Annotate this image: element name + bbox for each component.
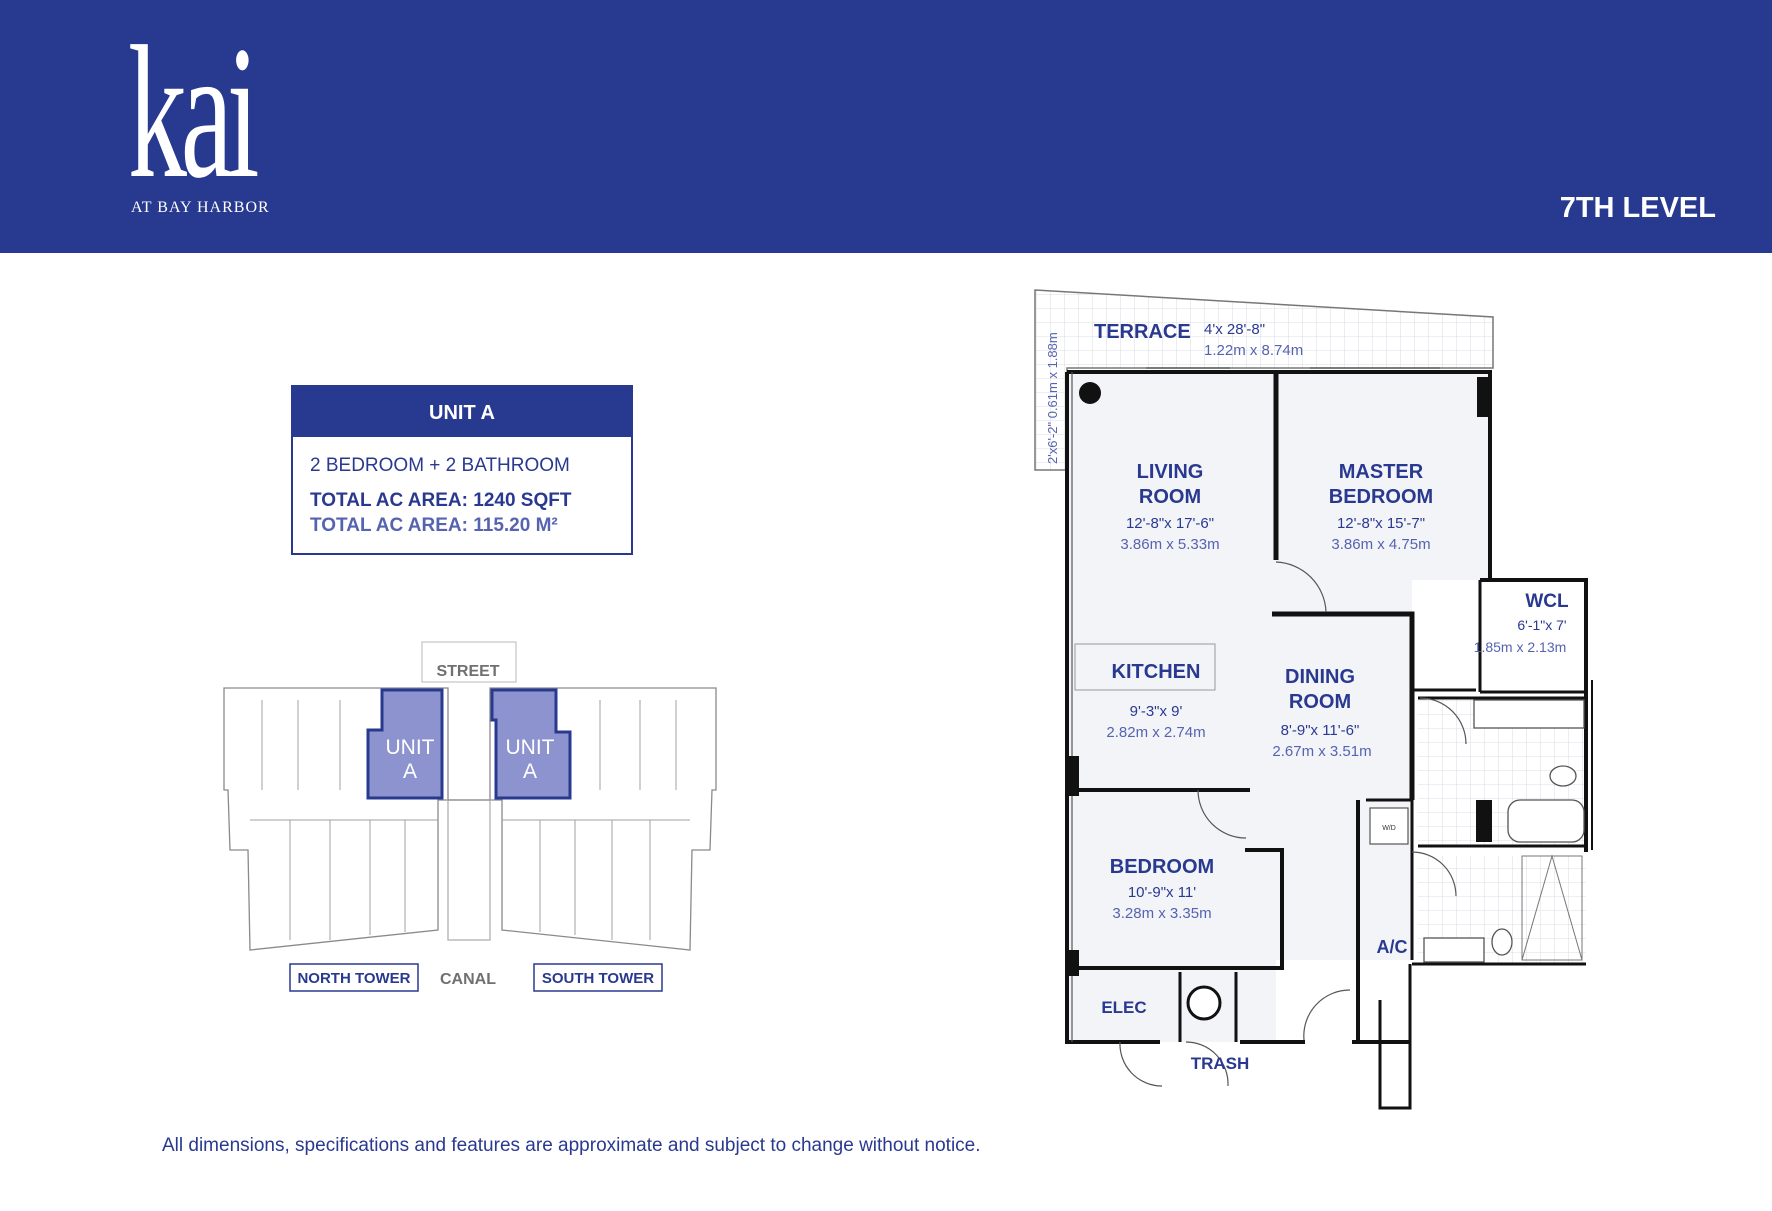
wall-shaft	[1378, 964, 1412, 1110]
master-toilet	[1549, 765, 1577, 787]
unit-area-sqft: TOTAL AC AREA: 1240 SQFT	[310, 490, 572, 511]
door-trash	[1185, 1041, 1229, 1087]
door-second-bath	[1411, 851, 1457, 897]
master-bedroom-label-2: BEDROOM	[1329, 486, 1433, 508]
master-bedroom-dim-ft: 12'-8"x 15'-7"	[1337, 515, 1425, 532]
bedroom-dim-m: 3.28m x 3.35m	[1112, 905, 1211, 922]
south-tower-tag	[533, 963, 663, 992]
washer-dryer	[1369, 807, 1409, 845]
wall-bedroom	[1067, 848, 1284, 970]
master-bedroom-dim-m: 3.86m x 4.75m	[1331, 536, 1430, 553]
bathtub	[1507, 799, 1585, 843]
second-vanity	[1423, 937, 1485, 963]
unit-rooms: 2 BEDROOM + 2 BATHROOM	[310, 455, 570, 476]
keyplan-unit-a-north	[366, 688, 444, 800]
dining-room-dim-m: 2.67m x 3.51m	[1272, 743, 1371, 760]
unit-area-m2: TOTAL AC AREA: 115.20 M²	[310, 515, 558, 536]
trash-chute	[1186, 985, 1222, 1021]
door-bedroom	[1197, 789, 1247, 839]
column-bath	[1476, 800, 1492, 842]
door-master	[1275, 561, 1327, 613]
kitchen-dim-m: 2.82m x 2.74m	[1106, 724, 1205, 741]
keyplan-unit-letter-north: A	[403, 760, 417, 783]
wall-wcl-east	[1480, 578, 1588, 852]
terrace-label: TERRACE	[1094, 321, 1191, 343]
canal-label: CANAL	[440, 971, 496, 988]
column-west-2	[1065, 950, 1079, 976]
south-tower-label: SOUTH TOWER	[542, 970, 654, 987]
level-title: 7TH LEVEL	[1559, 192, 1716, 224]
kitchen-dim-ft: 9'-3"x 9'	[1130, 703, 1183, 720]
dining-room-label-2: ROOM	[1289, 691, 1351, 713]
second-toilet	[1491, 928, 1513, 956]
keyplan-unit-a-south	[490, 688, 572, 800]
keyplan-unit-letter-south: A	[523, 760, 537, 783]
door-elec	[1119, 1041, 1163, 1087]
column-ne	[1477, 377, 1491, 417]
bedroom-dim-ft: 10'-9"x 11'	[1128, 884, 1196, 901]
disclaimer-text: All dimensions, specifications and featu…	[162, 1135, 981, 1156]
master-bedroom-label-1: MASTER	[1339, 461, 1424, 483]
unit-info-box: UNIT A 2 BEDROOM + 2 BATHROOM TOTAL AC A…	[291, 385, 633, 555]
keyplan-north-tower-outline	[223, 687, 449, 951]
north-tower-tag	[289, 963, 419, 992]
trash-label: TRASH	[1191, 1054, 1250, 1073]
column-circle	[1079, 382, 1101, 404]
wall-master-south	[1410, 688, 1476, 800]
terrace-area	[1034, 289, 1494, 471]
terrace-dim-m: 1.22m x 8.74m	[1204, 342, 1303, 359]
wd-label: W/D	[1382, 825, 1396, 832]
kitchen-upper-cabinet	[1074, 643, 1216, 691]
living-room-dim-ft: 12'-8"x 17'-6"	[1126, 515, 1214, 532]
keyplan-street-area	[421, 641, 517, 683]
door-entry	[1303, 989, 1351, 1041]
wcl-dim-m: 1.85m x 2.13m	[1474, 639, 1567, 655]
terrace-dim-ft: 4'x 28'-8"	[1204, 321, 1265, 338]
living-room-dim-m: 3.86m x 5.33m	[1120, 536, 1219, 553]
header-banner: kai AT BAY HARBOR 7TH LEVEL	[0, 0, 1772, 253]
wall-wd	[1366, 798, 1414, 960]
dining-room-label-1: DINING	[1285, 666, 1355, 688]
elec-label: ELEC	[1101, 998, 1146, 1017]
shower-drain-lines	[1521, 854, 1583, 961]
wcl-label: WCL	[1525, 591, 1569, 612]
double-vanity	[1473, 699, 1585, 729]
living-room-label-1: LIVING	[1137, 461, 1204, 483]
door-master-bath	[1419, 697, 1467, 745]
unit-title: UNIT A	[293, 387, 631, 437]
ac-label: A/C	[1377, 937, 1408, 957]
terrace-side-dim: 2'x6'-2" 0.61m x 1.88m	[1045, 332, 1060, 464]
dining-room-dim-ft: 8'-9"x 11'-6"	[1281, 722, 1360, 739]
keyplan-street-label: STREET	[436, 663, 499, 680]
keyplan-unit-label-north: UNIT	[386, 736, 435, 759]
keyplan-unit-label-south: UNIT	[506, 736, 555, 759]
brand-subtitle: AT BAY HARBOR	[131, 199, 270, 216]
unit-interior	[1067, 372, 1490, 1042]
living-room-label-2: ROOM	[1139, 486, 1201, 508]
north-tower-label: NORTH TOWER	[297, 970, 410, 987]
keyplan-south-tower-outline	[489, 687, 717, 951]
kitchen-label: KITCHEN	[1112, 661, 1201, 683]
bedroom-label: BEDROOM	[1110, 856, 1214, 878]
column-west-1	[1065, 756, 1079, 796]
wcl-dim-ft: 6'-1"x 7'	[1517, 617, 1566, 633]
brand-logo: kai	[128, 8, 260, 218]
